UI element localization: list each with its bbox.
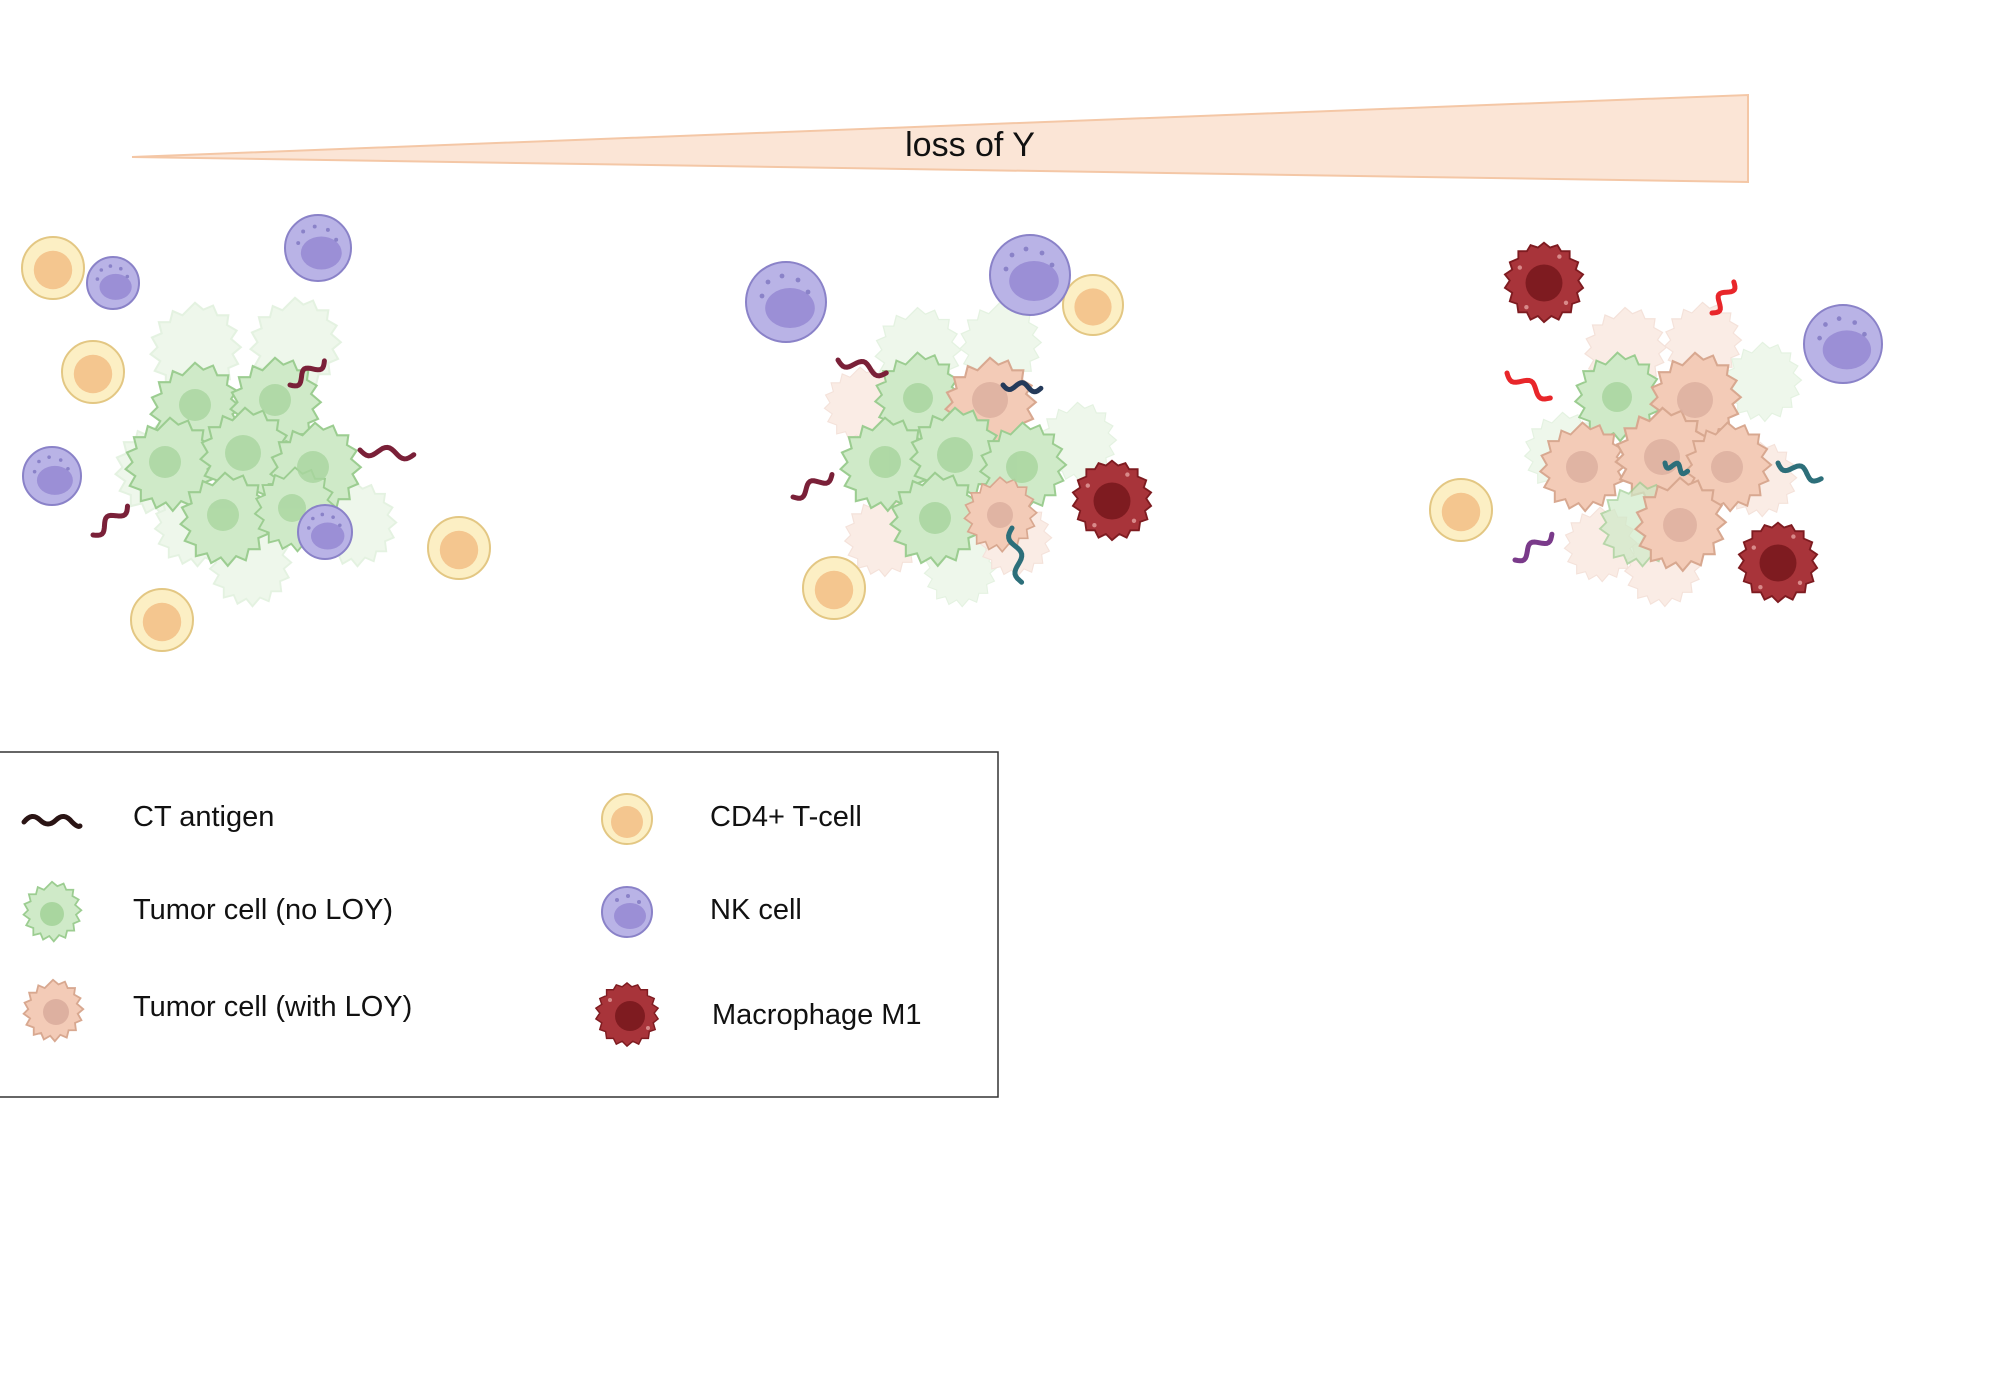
nk-cell xyxy=(745,261,827,343)
macrophage-m1 xyxy=(1503,241,1585,324)
macrophage-m1 xyxy=(1071,459,1153,542)
cd4-t-cell xyxy=(61,340,125,404)
nk-cell xyxy=(989,234,1071,316)
cd4-t-cell xyxy=(130,588,194,652)
tumor-cell-peach-icon xyxy=(22,978,85,1043)
ct-antigen xyxy=(1504,370,1553,402)
nk-cell-icon xyxy=(601,886,653,938)
cd4-t-cell xyxy=(1429,478,1493,542)
legend-label-nk: NK cell xyxy=(710,894,802,926)
ct-antigen xyxy=(790,472,835,501)
cd4-t-cell xyxy=(1062,274,1124,336)
legend-label-cd4: CD4+ T-cell xyxy=(710,801,862,833)
ct-antigen xyxy=(1000,380,1044,395)
ct-antigen xyxy=(1512,531,1555,564)
ct-antigen xyxy=(1775,460,1824,484)
ct-antigen xyxy=(1662,460,1691,477)
loss-of-y-wedge xyxy=(131,93,1749,184)
ct-antigen xyxy=(1709,279,1738,316)
cd4-t-cells xyxy=(21,236,1493,652)
tumor-cluster-3 xyxy=(1524,301,1803,608)
ct-antigen-icon xyxy=(21,814,83,829)
tumor-cell-green-icon xyxy=(22,880,83,943)
cd4-t-cell xyxy=(427,516,491,580)
tumor-cluster-1 xyxy=(114,296,398,608)
ct-antigens xyxy=(90,279,1824,585)
cd4-t-cell xyxy=(21,236,85,300)
nk-cell xyxy=(284,214,352,282)
loss-of-y-label: loss of Y xyxy=(905,126,1035,164)
legend-label-ct-antigen: CT antigen xyxy=(133,801,275,833)
legend-label-macrophage: Macrophage M1 xyxy=(712,999,922,1031)
macrophage-m1 xyxy=(1737,521,1819,604)
ct-antigen xyxy=(357,444,417,462)
legend-label-tumor-no-loy: Tumor cell (no LOY) xyxy=(133,894,393,926)
nk-cell xyxy=(1803,304,1883,384)
cd4-t-cell-icon xyxy=(601,793,653,845)
nk-cell xyxy=(297,504,353,560)
nk-cell xyxy=(86,256,140,310)
legend-box xyxy=(0,751,999,1098)
ct-antigen xyxy=(835,357,889,379)
macrophages xyxy=(1071,241,1819,604)
tumor-cluster-2 xyxy=(823,301,1118,608)
macrophage-m1-icon xyxy=(595,982,659,1047)
ct-antigen xyxy=(90,503,130,538)
ct-antigen xyxy=(1006,525,1025,585)
nk-cell xyxy=(22,446,82,506)
cd4-t-cell xyxy=(802,556,866,620)
nk-cells xyxy=(22,214,1883,560)
ct-antigen xyxy=(287,358,327,389)
legend-label-tumor-loy: Tumor cell (with LOY) xyxy=(133,991,413,1023)
